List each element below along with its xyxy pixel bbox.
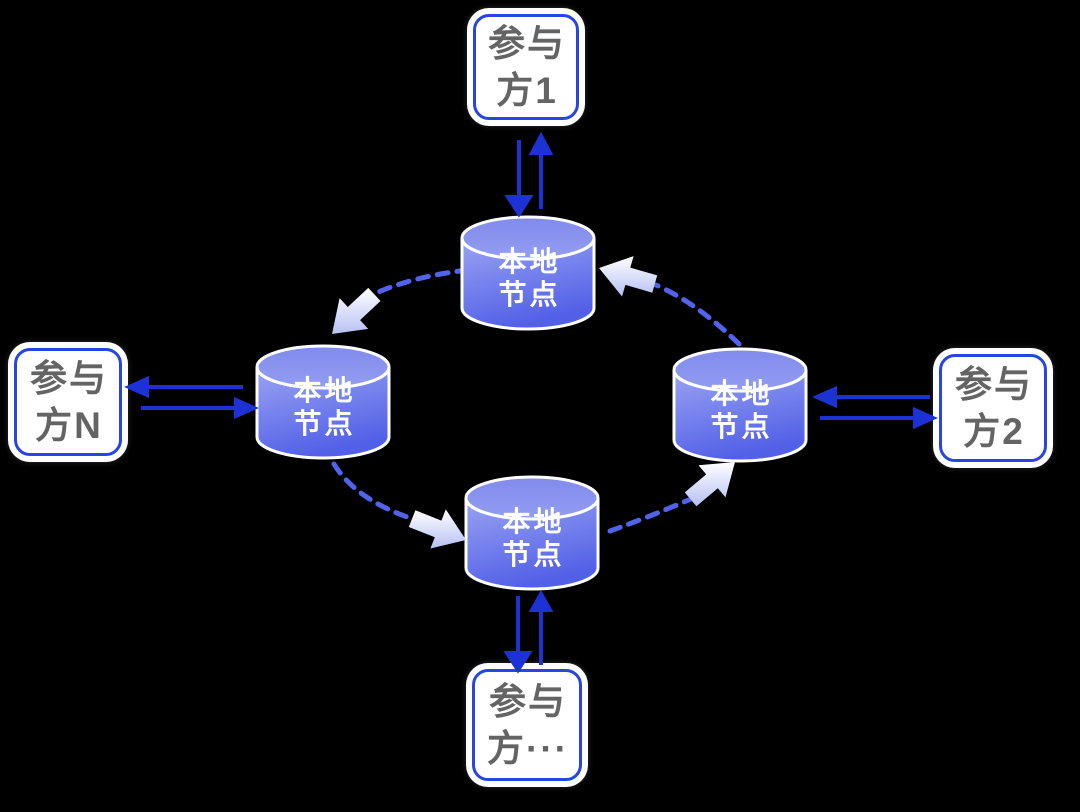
node-label-line1: 本地	[293, 375, 356, 406]
node-label-line2: 节点	[293, 408, 356, 439]
dashed-arc-top-right	[653, 282, 742, 347]
participant-box-n: 参与 方N	[8, 342, 128, 462]
participant-box-1: 参与 方1	[467, 8, 585, 126]
arrowhead-up-icon	[528, 589, 554, 612]
node-label: 本地 节点	[462, 505, 602, 571]
node-label: 本地 节点	[253, 374, 393, 440]
arrowhead-down-icon	[504, 195, 534, 218]
arrowhead-left-icon	[124, 375, 149, 399]
dashed-arc-top-left	[373, 267, 471, 296]
node-label: 本地 节点	[458, 245, 598, 311]
participant-label-line1: 参与	[488, 23, 566, 64]
dashed-arc-bottom-right	[607, 496, 694, 534]
arrowhead-left-icon	[812, 385, 837, 409]
block-arrow-to-left-node-icon	[332, 287, 381, 334]
participant-label: 参与 方N	[14, 348, 122, 456]
node-label-line2: 节点	[498, 279, 561, 310]
participant-label: 参与 方···	[472, 669, 582, 781]
database-cylinder-icon	[672, 347, 808, 463]
participant-box-ellipsis: 参与 方···	[466, 663, 588, 787]
block-arrow-to-top-node-icon	[599, 256, 658, 297]
participant-label-line2: 方N	[35, 405, 103, 446]
participant-label-line2: 方···	[487, 728, 569, 769]
participant-label-line1: 参与	[30, 358, 108, 399]
participant-label-line2: 方1	[496, 70, 558, 111]
participant-label-line1: 参与	[955, 364, 1033, 405]
local-node-right: 本地 节点	[670, 346, 810, 464]
participant-label-line1: 参与	[489, 681, 567, 722]
local-node-top: 本地 节点	[458, 214, 598, 332]
database-cylinder-icon	[464, 475, 600, 591]
arrowhead-right-icon	[234, 396, 259, 420]
node-label-line1: 本地	[710, 378, 773, 409]
database-cylinder-icon	[255, 344, 391, 460]
participant-label-line2: 方2	[963, 411, 1025, 452]
participant-label: 参与 方1	[473, 14, 579, 120]
node-label: 本地 节点	[670, 377, 810, 443]
local-node-bottom: 本地 节点	[462, 474, 602, 592]
participant-box-2: 参与 方2	[933, 348, 1053, 468]
participant-label: 参与 方2	[939, 354, 1047, 462]
arrowhead-right-icon	[913, 406, 938, 430]
local-node-left: 本地 节点	[253, 343, 393, 461]
node-label-line2: 节点	[710, 411, 773, 442]
node-label-line2: 节点	[502, 539, 565, 570]
dashed-arc-bottom-left	[331, 461, 416, 522]
block-arrow-to-right-node-icon	[684, 462, 735, 507]
arrowhead-up-icon	[528, 131, 554, 155]
block-arrow-to-bottom-node-icon	[408, 509, 466, 549]
database-cylinder-icon	[460, 215, 596, 331]
node-label-line1: 本地	[502, 506, 565, 537]
node-label-line1: 本地	[498, 246, 561, 277]
